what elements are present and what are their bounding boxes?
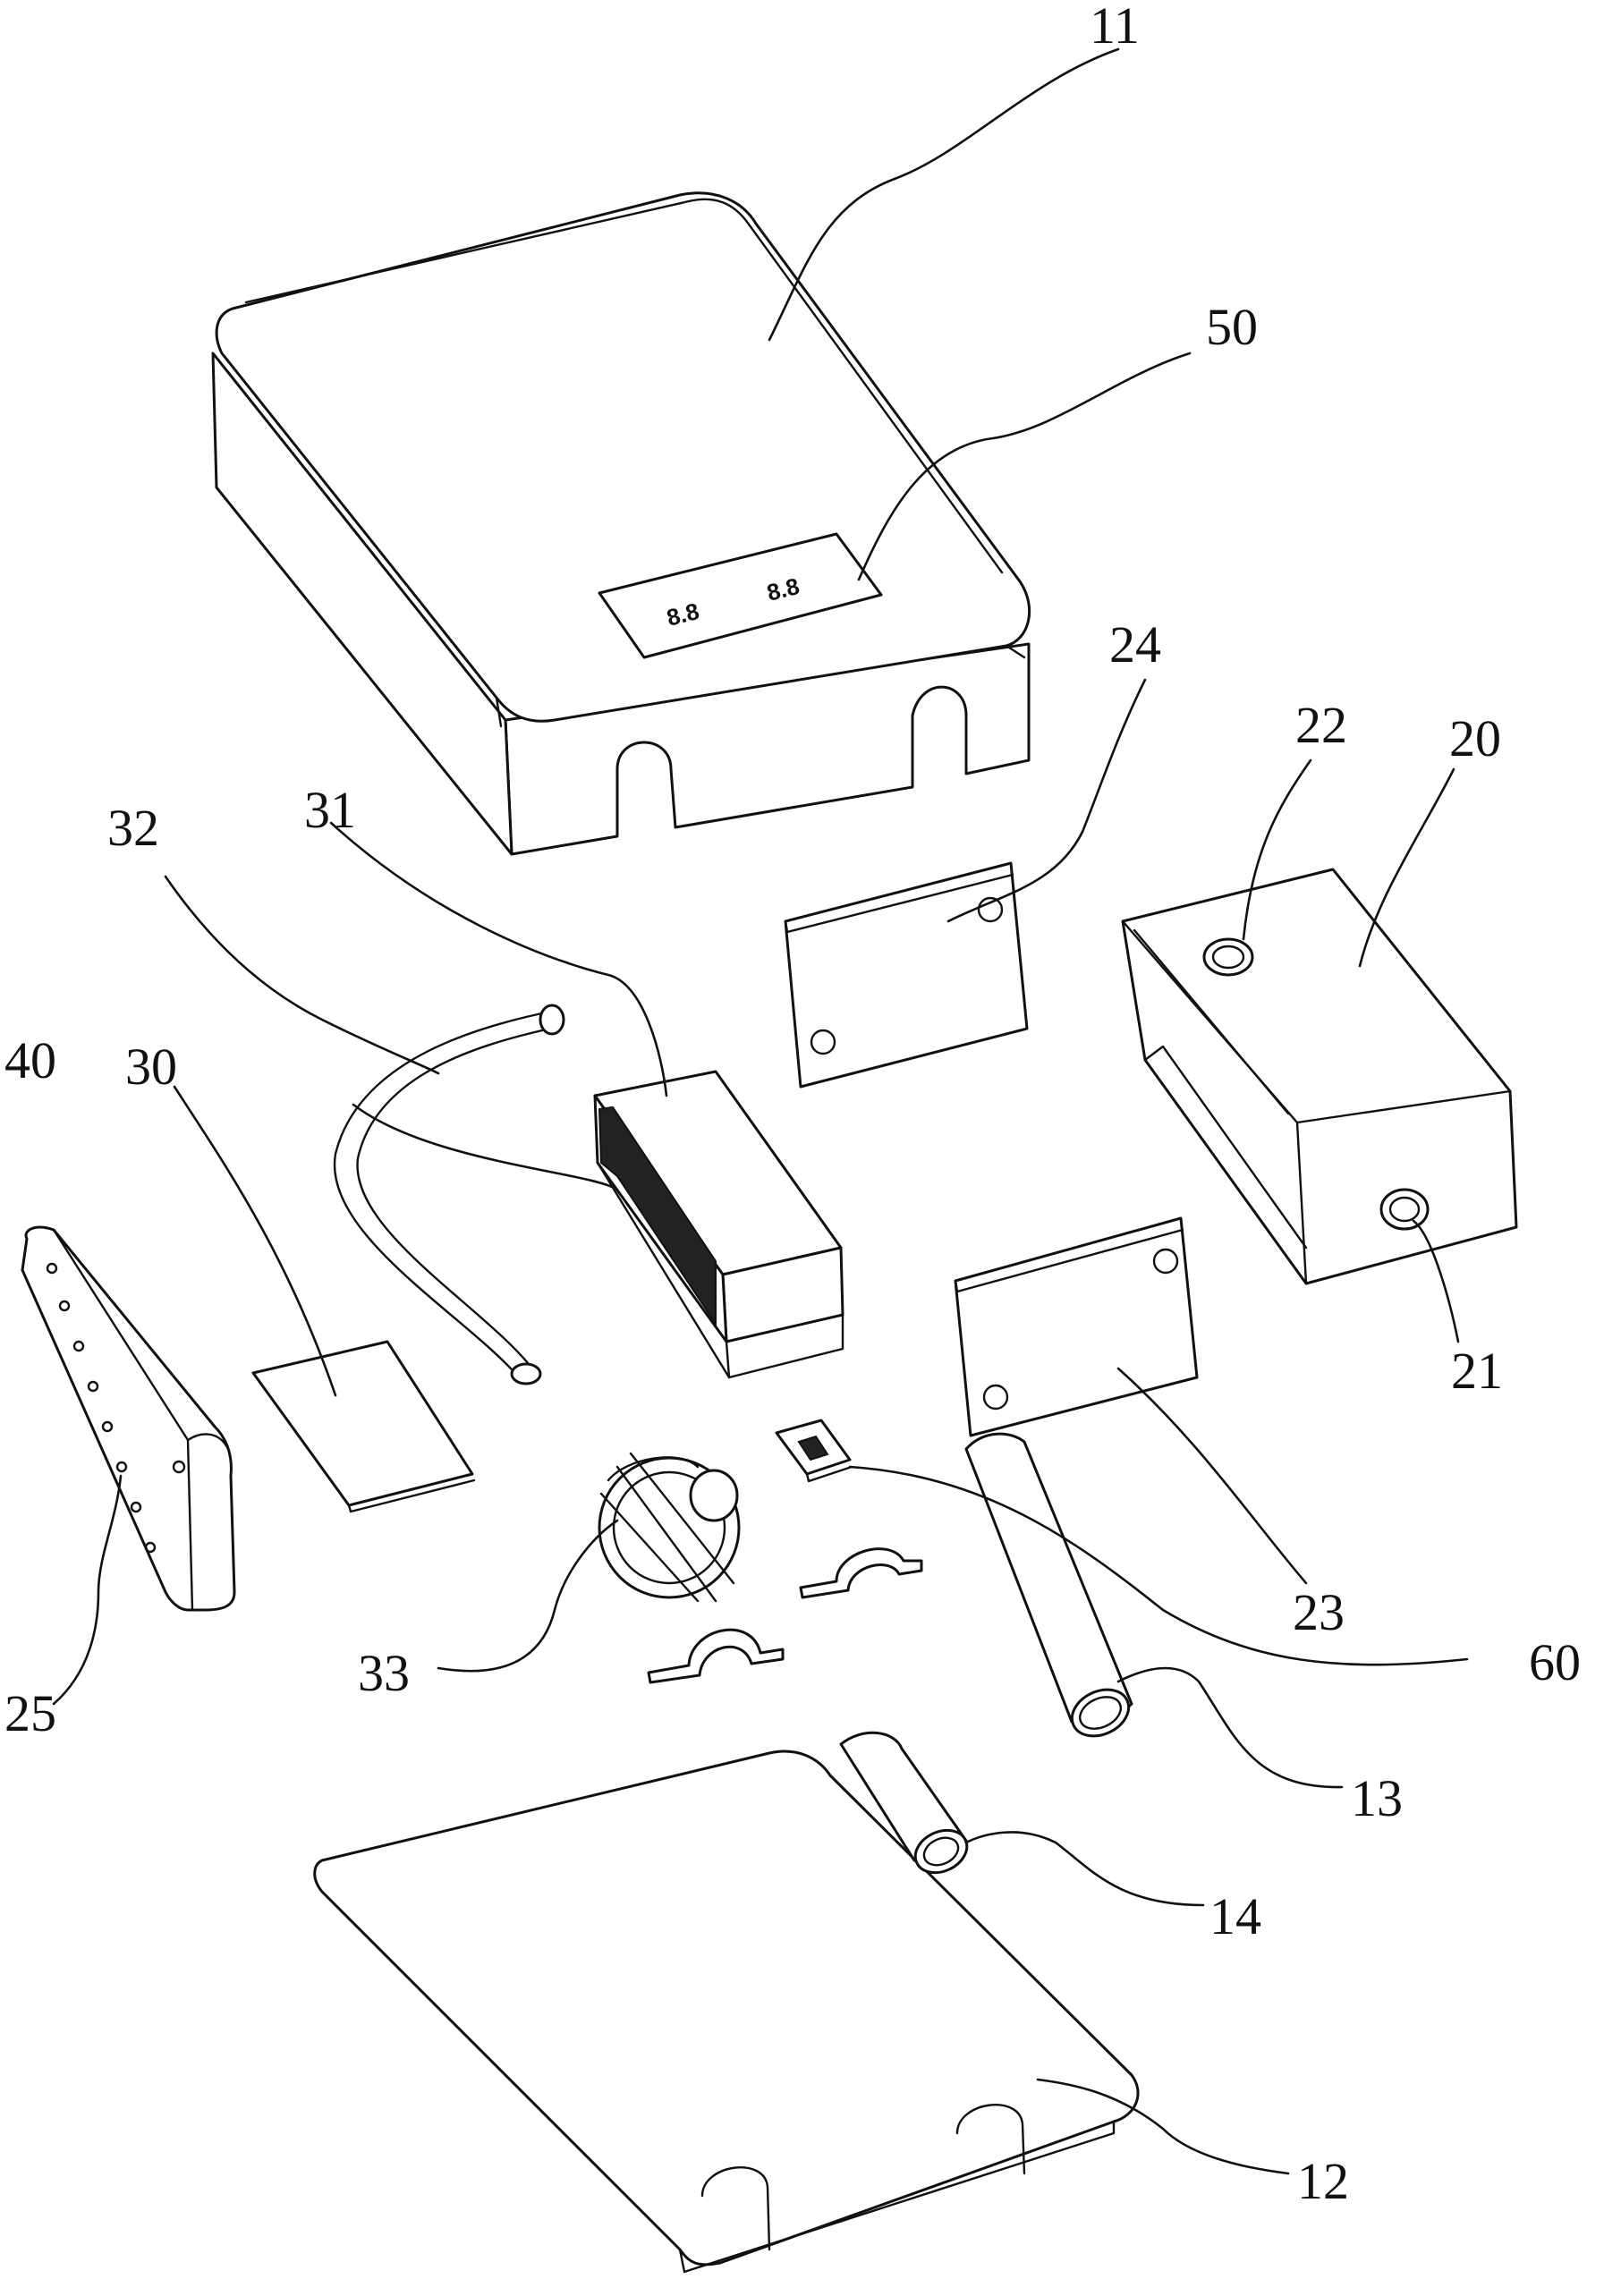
label-32: 32 <box>107 799 159 857</box>
label-40: 40 <box>4 1031 56 1089</box>
end-cap-25 <box>21 1225 236 1612</box>
label-50: 50 <box>1206 298 1258 356</box>
label-20: 20 <box>1449 709 1501 767</box>
shell-20 <box>1121 868 1518 1285</box>
heat-sink-31 <box>593 1070 844 1379</box>
label-60: 60 <box>1529 1633 1581 1691</box>
label-21: 21 <box>1451 1342 1503 1400</box>
thin-plate-40 <box>251 1340 476 1513</box>
leader-lines <box>52 47 1469 2175</box>
label-11: 11 <box>1090 0 1140 55</box>
sensor-60 <box>775 1419 853 1483</box>
base-plate-12 <box>313 1731 1140 2274</box>
label-13: 13 <box>1351 1769 1403 1827</box>
pipe-clamp-lower <box>647 1628 785 1684</box>
tube-32 <box>333 1004 565 1385</box>
label-30: 30 <box>125 1038 177 1096</box>
label-25: 25 <box>4 1684 56 1742</box>
label-23: 23 <box>1293 1583 1345 1641</box>
label-12: 12 <box>1297 2152 1349 2210</box>
label-24: 24 <box>1109 615 1161 674</box>
label-14: 14 <box>1209 1887 1261 1945</box>
pipe-13 <box>964 1432 1133 1738</box>
pump-33 <box>598 1452 741 1603</box>
side-plate-24 <box>784 861 1029 1089</box>
label-33: 33 <box>358 1644 410 1702</box>
part-labels: 11 50 24 22 20 32 31 40 30 21 23 60 33 2… <box>4 0 1581 2210</box>
pipe-clamp-upper <box>799 1547 923 1599</box>
top-cover-11: 8.8 8.8 <box>211 191 1031 856</box>
side-plate-23 <box>954 1216 1199 1437</box>
label-22: 22 <box>1295 696 1347 754</box>
label-31: 31 <box>304 781 356 839</box>
